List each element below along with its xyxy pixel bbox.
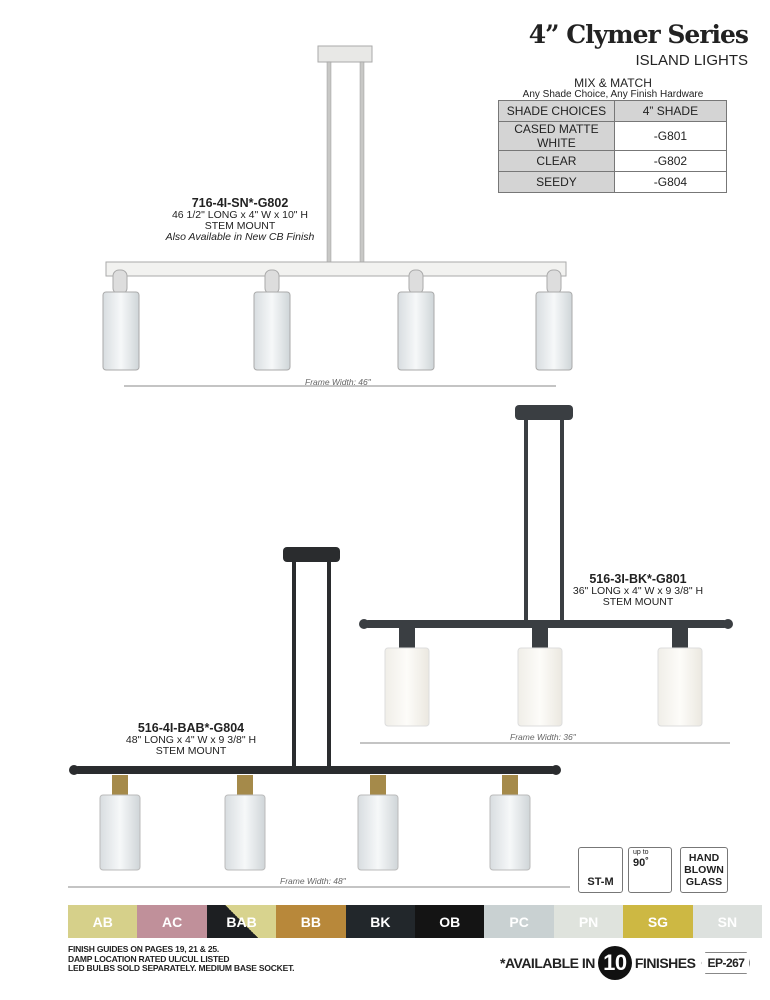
finish-code: SG <box>647 913 669 930</box>
product-code: 516-4I-BAB*-G804 <box>137 721 245 735</box>
available-suffix: FINISHES <box>634 955 696 971</box>
product-code: 716-4I-SN*-G802 <box>191 196 289 210</box>
product-label-3: 516-4I-BAB*-G804 48" LONG x 4" W x 9 3/8… <box>96 721 286 757</box>
finish-code: OB <box>439 913 461 930</box>
finish-swatch-sg: SG <box>623 905 693 938</box>
finish-swatch-sn: SN <box>692 905 763 938</box>
product-mount: STEM MOUNT <box>155 745 227 757</box>
finish-swatch-pc: PC <box>484 905 554 938</box>
frame-width-2: Frame Width: 36" <box>510 732 576 742</box>
finish-code: BK <box>370 913 391 930</box>
note-line: FINISH GUIDES ON PAGES 19, 21 & 25. <box>68 944 220 954</box>
note-line: LED BULBS SOLD SEPARATELY. MEDIUM BASE S… <box>68 963 295 973</box>
finish-swatch-bk: BK <box>345 905 416 938</box>
table-row: CASED MATTE WHITE-G801 <box>498 121 728 151</box>
finish-swatch-ab: AB <box>68 905 138 938</box>
finish-swatch-bb: BB <box>276 905 346 938</box>
available-prefix: *AVAILABLE IN <box>500 955 595 971</box>
fixture-516-4i-bab <box>68 547 570 888</box>
product-dims: 36" LONG x 4" W x 9 3/8" H <box>572 585 704 597</box>
page-subtitle: ISLAND LIGHTS <box>635 52 748 69</box>
fixtures-illustration <box>68 45 733 888</box>
product-note: Also Available in New CB Finish <box>165 231 315 243</box>
note-line: DAMP LOCATION RATED UL/CUL LISTED <box>68 953 230 964</box>
fixture-516-3i-bk <box>359 405 733 744</box>
mix-match-heading: MIX & MATCH Any Shade Choice, Any Finish… <box>498 76 728 100</box>
finish-count: 10 <box>597 946 632 980</box>
finish-code: AC <box>161 913 183 930</box>
finish-code: BAB <box>226 913 257 930</box>
product-dims: 48" LONG x 4" W x 9 3/8" H <box>125 734 257 746</box>
hand-blown-glass-icon: HAND BLOWN GLASS <box>680 847 728 893</box>
finish-code: SN <box>717 913 738 930</box>
finish-code: BB <box>300 913 322 930</box>
product-label-1: 716-4I-SN*-G802 46 1/2" LONG x 4" W x 10… <box>140 196 340 243</box>
mix-subtitle: Any Shade Choice, Any Finish Hardware <box>522 89 704 100</box>
product-code: 516-3I-BK*-G801 <box>589 572 687 586</box>
shade-code: -G801 <box>613 121 728 151</box>
angle-top-label: up to <box>633 849 649 856</box>
page-number: EP-267 <box>701 952 751 974</box>
finish-code: PN <box>578 913 599 930</box>
frame-width-1: Frame Width: 46" <box>305 377 371 387</box>
frame-width-3: Frame Width: 48" <box>280 876 346 886</box>
finish-code: PC <box>509 913 529 930</box>
footer-notes: FINISH GUIDES ON PAGES 19, 21 & 25. DAMP… <box>68 944 295 974</box>
header-cell: 4” SHADE <box>613 100 728 122</box>
finish-swatches: AB AC BAB BB BK OB PC PN SG SN <box>68 905 763 938</box>
finish-code: AB <box>92 913 113 930</box>
stem-mount-label: ST-M <box>587 876 614 888</box>
finish-swatch-ob: OB <box>415 905 485 938</box>
finish-swatch-ac: AC <box>137 905 207 938</box>
product-dims: 46 1/2" LONG x 4" W x 10" H <box>171 209 309 221</box>
finish-swatch-pn: PN <box>553 905 624 938</box>
finish-swatch-bab: BAB <box>206 905 277 938</box>
page-title: 4” Clymer Series <box>528 20 749 49</box>
shade-code: -G804 <box>613 171 728 193</box>
header-cell: SHADE CHOICES <box>498 100 615 122</box>
shade-name: SEEDY <box>498 171 615 193</box>
angle-label: 90˚ <box>633 857 649 869</box>
shade-name: CLEAR <box>498 150 615 172</box>
fixture-716-sn <box>102 45 573 387</box>
table-row: SEEDY-G804 <box>498 171 728 193</box>
glass-label: HAND BLOWN GLASS <box>684 852 724 888</box>
mix-title: MIX & MATCH <box>574 76 652 90</box>
table-row: CLEAR-G802 <box>498 150 728 172</box>
product-label-2: 516-3I-BK*-G801 36" LONG x 4" W x 9 3/8"… <box>548 572 728 608</box>
product-mount: STEM MOUNT <box>204 220 276 232</box>
stem-mount-icon: ST-M <box>578 847 623 893</box>
availability-banner: *AVAILABLE IN 10 FINISHES EP-267 <box>500 946 751 980</box>
product-mount: STEM MOUNT <box>602 596 674 608</box>
